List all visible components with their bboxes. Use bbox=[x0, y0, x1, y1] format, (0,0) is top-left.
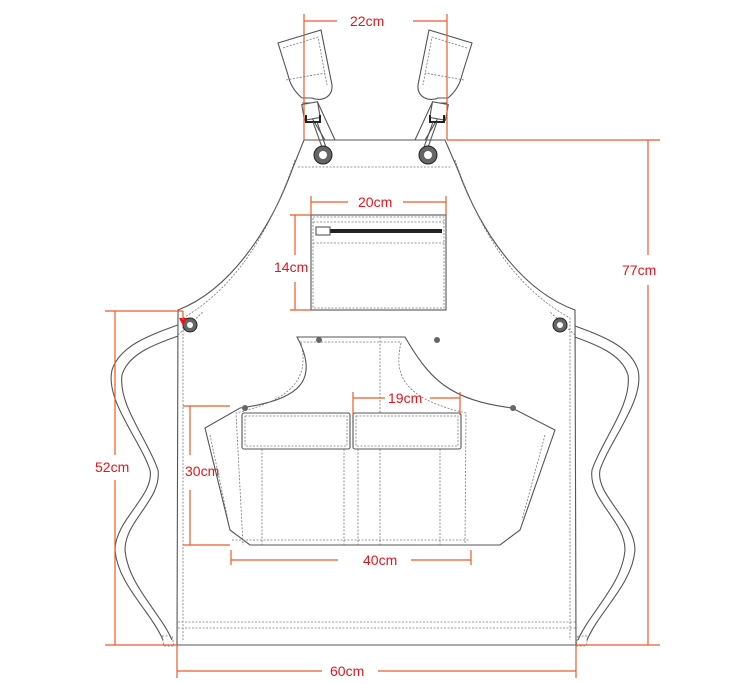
pocket-flap-width-label: 19cm bbox=[388, 390, 422, 406]
total-length-label: 77cm bbox=[622, 262, 656, 278]
zip-pocket-width-label: 20cm bbox=[358, 194, 392, 210]
right-shoulder-strap bbox=[414, 29, 473, 151]
left-waist-tie bbox=[110, 321, 191, 647]
tool-pocket bbox=[204, 336, 556, 546]
pocket-width-label: 40cm bbox=[363, 552, 397, 568]
dimension-lines bbox=[105, 14, 660, 678]
waist-to-hem-label: 52cm bbox=[95, 459, 129, 475]
strap-spacing-label: 22cm bbox=[350, 13, 384, 29]
left-shoulder-strap bbox=[277, 29, 336, 151]
hem-width-label: 60cm bbox=[330, 663, 364, 679]
zip-pocket-height-label: 14cm bbox=[274, 259, 308, 275]
pocket-height-label: 30cm bbox=[185, 463, 219, 479]
zipper bbox=[330, 229, 442, 233]
zip-pocket bbox=[310, 214, 447, 311]
right-waist-tie bbox=[559, 321, 640, 647]
